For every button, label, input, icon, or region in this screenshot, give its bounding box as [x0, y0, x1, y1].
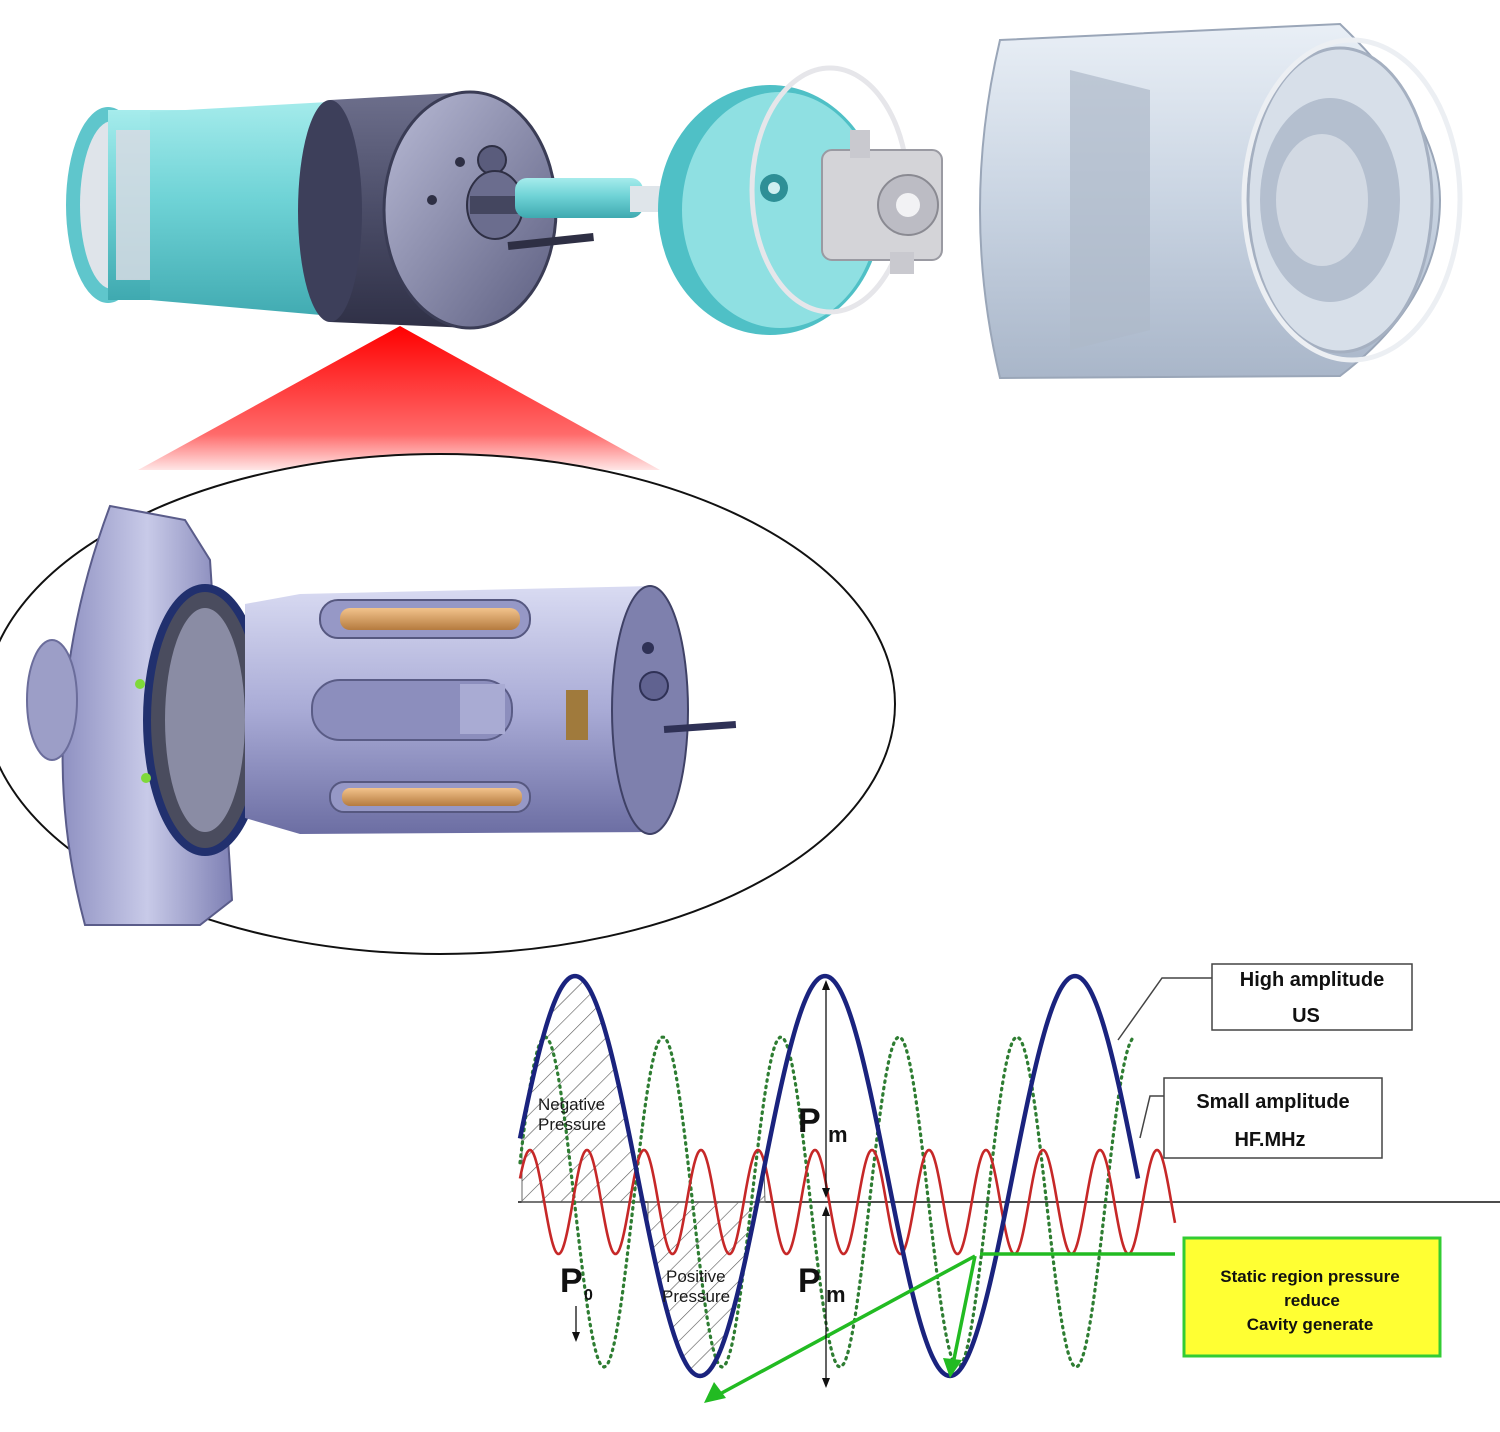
pm-lower-label: P — [798, 1262, 821, 1300]
pm-upper-subscript: m — [828, 1122, 848, 1147]
p0-subscript: 0 — [584, 1287, 593, 1304]
high-amplitude-callout: High amplitude US — [1117, 963, 1413, 1041]
rotor — [821, 130, 943, 274]
static-region-line-2: reduce — [1284, 1291, 1340, 1310]
negative-pressure-label-2: Pressure — [538, 1115, 606, 1134]
transducer-body — [245, 586, 650, 834]
exploded-assembly — [66, 22, 1463, 380]
teal-shaft — [515, 178, 660, 218]
small-amplitude-unit: HF.MHz — [1234, 1129, 1305, 1151]
p0-label: P — [560, 1262, 583, 1300]
transducer-end-face — [611, 585, 737, 835]
static-region-callout: Static region pressure reduce Cavity gen… — [1182, 1236, 1442, 1358]
metal-face — [382, 90, 594, 330]
dotted-wave — [518, 1035, 1136, 1369]
static-region-line-1: Static region pressure — [1220, 1267, 1400, 1286]
zoom-fan — [138, 326, 660, 470]
pm-upper-label: P — [798, 1102, 821, 1140]
negative-pressure-hatch — [521, 975, 641, 1203]
glass-cup — [979, 22, 1463, 380]
high-amplitude-wave — [517, 973, 1141, 1379]
high-amplitude-unit: US — [1292, 1005, 1320, 1027]
wave-diagram: Negative Pressure Positive Pressure P m … — [517, 963, 1500, 1403]
positive-pressure-label-2: Pressure — [662, 1287, 730, 1306]
positive-pressure-label: Positive — [666, 1267, 726, 1286]
high-amplitude-label: High amplitude — [1240, 969, 1384, 991]
pm-dimension-arrows — [572, 980, 830, 1388]
static-region-line-3: Cavity generate — [1247, 1315, 1374, 1334]
cavity-arrows — [704, 1254, 977, 1403]
arrowhead-left — [704, 1382, 726, 1403]
small-amplitude-label: Small amplitude — [1196, 1091, 1349, 1113]
gear-ring — [135, 584, 267, 856]
pm-lower-subscript: m — [826, 1282, 846, 1307]
zoom-callout — [0, 453, 896, 955]
arrowhead-down — [943, 1358, 962, 1378]
small-amplitude-callout: Small amplitude HF.MHz — [1139, 1077, 1383, 1159]
small-amplitude-wave — [518, 1148, 1177, 1256]
negative-pressure-label: Negative — [538, 1095, 605, 1114]
